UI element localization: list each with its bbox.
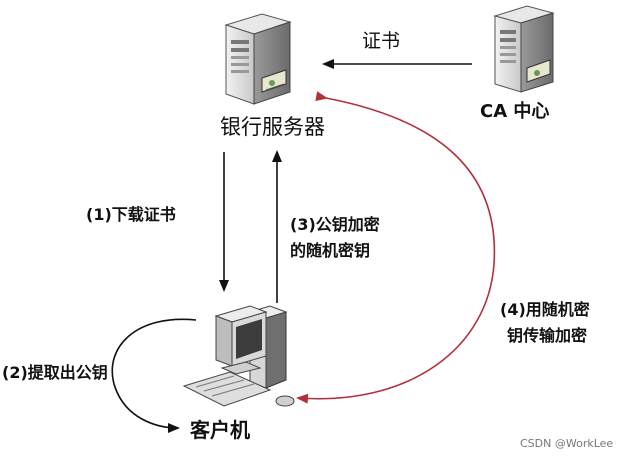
bank-server-icon	[224, 13, 292, 105]
step3-label-line2: 的随机密钥	[290, 241, 371, 260]
client-computer-icon	[182, 305, 295, 407]
ca-center-label: CA 中心	[480, 101, 550, 122]
client-label: 客户机	[190, 418, 250, 442]
ca-server-icon	[493, 5, 555, 93]
step1-label: (1)下载证书	[86, 205, 176, 224]
extract-key-loop-arrow	[111, 318, 197, 433]
step2-label: (2)提取出公钥	[2, 363, 108, 382]
encrypted-transfer-arrow	[296, 91, 496, 404]
step3-label-line1: (3)公钥加密	[290, 215, 380, 234]
bank-server-label: 银行服务器	[220, 115, 325, 139]
step4-label-line2: 钥传输加密	[507, 326, 588, 345]
watermark: CSDN @WorkLee	[520, 437, 614, 450]
certificate-edge-label: 证书	[362, 30, 401, 52]
step4-label-line1: (4)用随机密	[500, 300, 590, 319]
